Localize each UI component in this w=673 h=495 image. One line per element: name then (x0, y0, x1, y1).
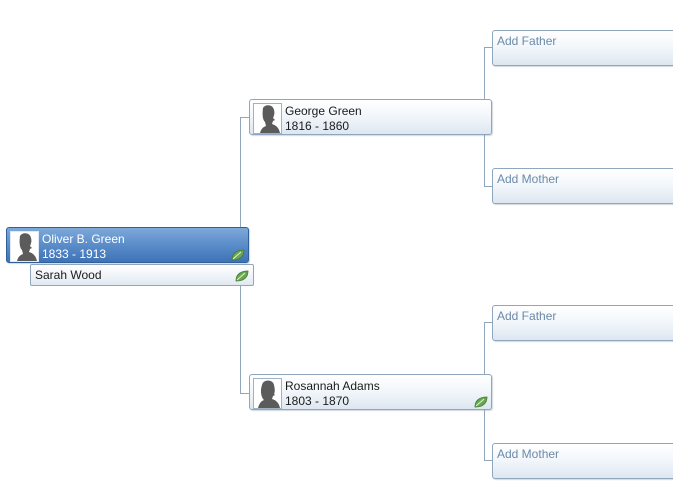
root-person-dates: 1833 - 1913 (42, 247, 107, 261)
mother-name: Rosannah Adams (285, 379, 380, 393)
add-father-label: Add Father (497, 34, 557, 48)
silhouette-female-icon (253, 378, 282, 409)
add-mother-label: Add Mother (497, 447, 560, 461)
add-mother-maternal[interactable]: Add Mother (492, 443, 673, 479)
add-father-paternal[interactable]: Add Father (492, 30, 673, 66)
add-mother-label: Add Mother (497, 172, 560, 186)
silhouette-male-icon (10, 231, 39, 262)
root-person-name: Oliver B. Green (42, 232, 125, 246)
add-father-maternal[interactable]: Add Father (492, 305, 673, 341)
add-mother-paternal[interactable]: Add Mother (492, 168, 673, 204)
mother-card[interactable]: Rosannah Adams 1803 - 1870 (249, 374, 492, 410)
spouse-name: Sarah Wood (35, 268, 102, 282)
father-name: George Green (285, 104, 362, 118)
leaf-hint-icon[interactable] (235, 269, 249, 282)
connector-root-parents (240, 117, 249, 394)
connector-father-parents (484, 47, 492, 187)
mother-dates: 1803 - 1870 (285, 394, 350, 408)
silhouette-male-icon (253, 103, 282, 134)
leaf-hint-icon[interactable] (231, 248, 245, 261)
connector-mother-parents (484, 322, 492, 461)
add-father-label: Add Father (497, 309, 557, 323)
leaf-hint-icon[interactable] (474, 395, 488, 408)
father-card[interactable]: George Green 1816 - 1860 (249, 99, 492, 135)
root-person-card[interactable]: Oliver B. Green 1833 - 1913 (6, 227, 249, 263)
spouse-card[interactable]: Sarah Wood (30, 264, 254, 286)
father-dates: 1816 - 1860 (285, 119, 350, 133)
